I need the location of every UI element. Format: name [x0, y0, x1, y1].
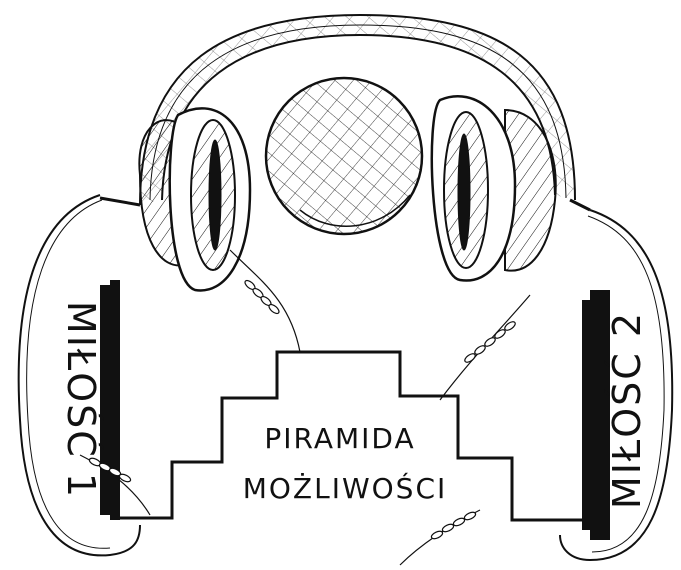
- wheat-icon: [440, 295, 530, 400]
- label-left: MIŁOŚĆ 1: [59, 301, 103, 499]
- left-earcup: [139, 108, 250, 290]
- wheat-icon: [400, 510, 480, 565]
- pyramid-title-line2: MOŻLIWOŚCI: [243, 471, 448, 505]
- bread-loaf-icon: [266, 78, 422, 234]
- wheat-icon: [230, 250, 300, 352]
- right-earcup: [432, 96, 556, 280]
- label-right: MIŁOŚĆ 2: [605, 311, 649, 509]
- pyramid-title-line1: PIRAMIDA: [264, 422, 415, 455]
